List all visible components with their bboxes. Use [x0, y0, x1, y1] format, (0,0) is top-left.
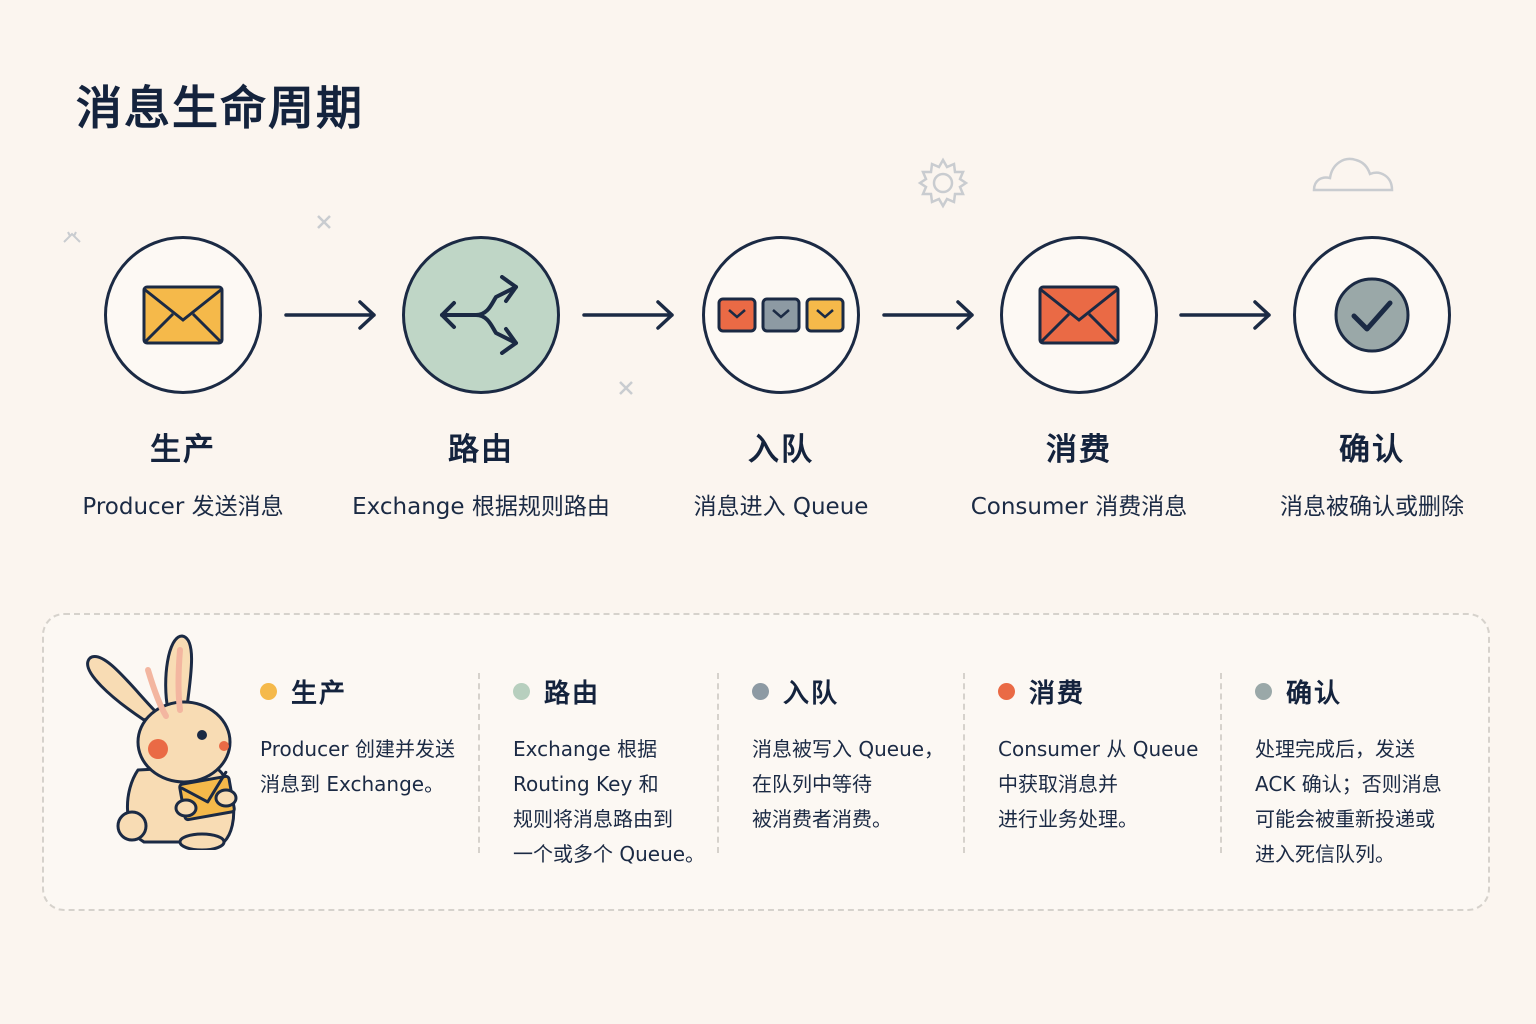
arrow-right-icon [882, 300, 974, 330]
status-dot [513, 683, 530, 700]
status-dot [998, 683, 1015, 700]
queue-icon [717, 297, 845, 333]
step-ack: 确认 消息被确认或删除 [1212, 236, 1532, 521]
cross-decoration-icon [619, 381, 633, 395]
step-subtitle: Exchange 根据规则路由 [352, 494, 610, 520]
page-title: 消息生命周期 [76, 81, 364, 135]
arrow-right-icon [284, 300, 376, 330]
detail-title: 消费 [1029, 679, 1086, 709]
step-title: 消费 [1046, 432, 1112, 468]
detail-title: 生产 [291, 679, 348, 709]
detail-ack: 确认 处理完成后，发送 ACK 确认；否则消息 可能会被重新投递或 进入死信队列… [1255, 673, 1442, 872]
detail-title: 路由 [544, 679, 601, 709]
arrow-right-icon [1179, 300, 1271, 330]
step-title: 路由 [448, 432, 514, 468]
step-circle [1293, 236, 1451, 394]
detail-body: Exchange 根据 Routing Key 和 规则将消息路由到 一个或多个… [513, 737, 706, 866]
step-subtitle: 消息进入 Queue [693, 494, 869, 520]
detail-enqueue: 入队 消息被写入 Queue， 在队列中等待 被消费者消费。 [752, 673, 944, 837]
detail-body: 处理完成后，发送 ACK 确认；否则消息 可能会被重新投递或 进入死信队列。 [1255, 737, 1442, 866]
divider [717, 673, 719, 853]
detail-card: 生产 Producer 创建并发送 消息到 Exchange。 路由 Excha… [42, 613, 1490, 911]
detail-title: 确认 [1286, 679, 1343, 709]
step-subtitle: 消息被确认或删除 [1280, 494, 1464, 520]
detail-title: 入队 [783, 679, 840, 709]
step-enqueue: 入队 消息进入 Queue [621, 236, 941, 521]
detail-route: 路由 Exchange 根据 Routing Key 和 规则将消息路由到 一个… [513, 673, 705, 872]
step-produce: 生产 Producer 发送消息 [23, 236, 343, 521]
step-title: 生产 [150, 432, 216, 468]
sparkle-decoration-icon [63, 231, 81, 243]
envelope-icon [1038, 285, 1120, 345]
detail-consume: 消费 Consumer 从 Queue 中获取消息并 进行业务处理。 [998, 673, 1198, 837]
detail-body: Producer 创建并发送 消息到 Exchange。 [260, 737, 455, 796]
status-dot [260, 683, 277, 700]
step-route: 路由 Exchange 根据规则路由 [321, 236, 641, 521]
step-subtitle: Consumer 消费消息 [970, 494, 1188, 520]
step-circle [1000, 236, 1158, 394]
status-dot [752, 683, 769, 700]
divider [478, 673, 480, 853]
route-split-icon [440, 275, 518, 355]
envelope-icon [142, 285, 224, 345]
step-title: 确认 [1339, 432, 1405, 468]
detail-body: 消息被写入 Queue， 在队列中等待 被消费者消费。 [752, 737, 945, 831]
detail-produce: 生产 Producer 创建并发送 消息到 Exchange。 [260, 673, 455, 802]
step-subtitle: Producer 发送消息 [82, 494, 284, 520]
status-dot [1255, 683, 1272, 700]
cross-decoration-icon [317, 215, 331, 229]
divider [963, 673, 965, 853]
step-circle [402, 236, 560, 394]
step-title: 入队 [748, 432, 814, 468]
rabbit-mascot-icon [86, 634, 238, 850]
step-circle [702, 236, 860, 394]
arrow-right-icon [582, 300, 674, 330]
step-circle [104, 236, 262, 394]
divider [1220, 673, 1222, 853]
cloud-icon [1312, 157, 1394, 192]
detail-body: Consumer 从 Queue 中获取消息并 进行业务处理。 [998, 737, 1199, 831]
check-icon [1334, 277, 1410, 353]
step-consume: 消费 Consumer 消费消息 [919, 236, 1239, 521]
gear-icon [917, 157, 969, 209]
